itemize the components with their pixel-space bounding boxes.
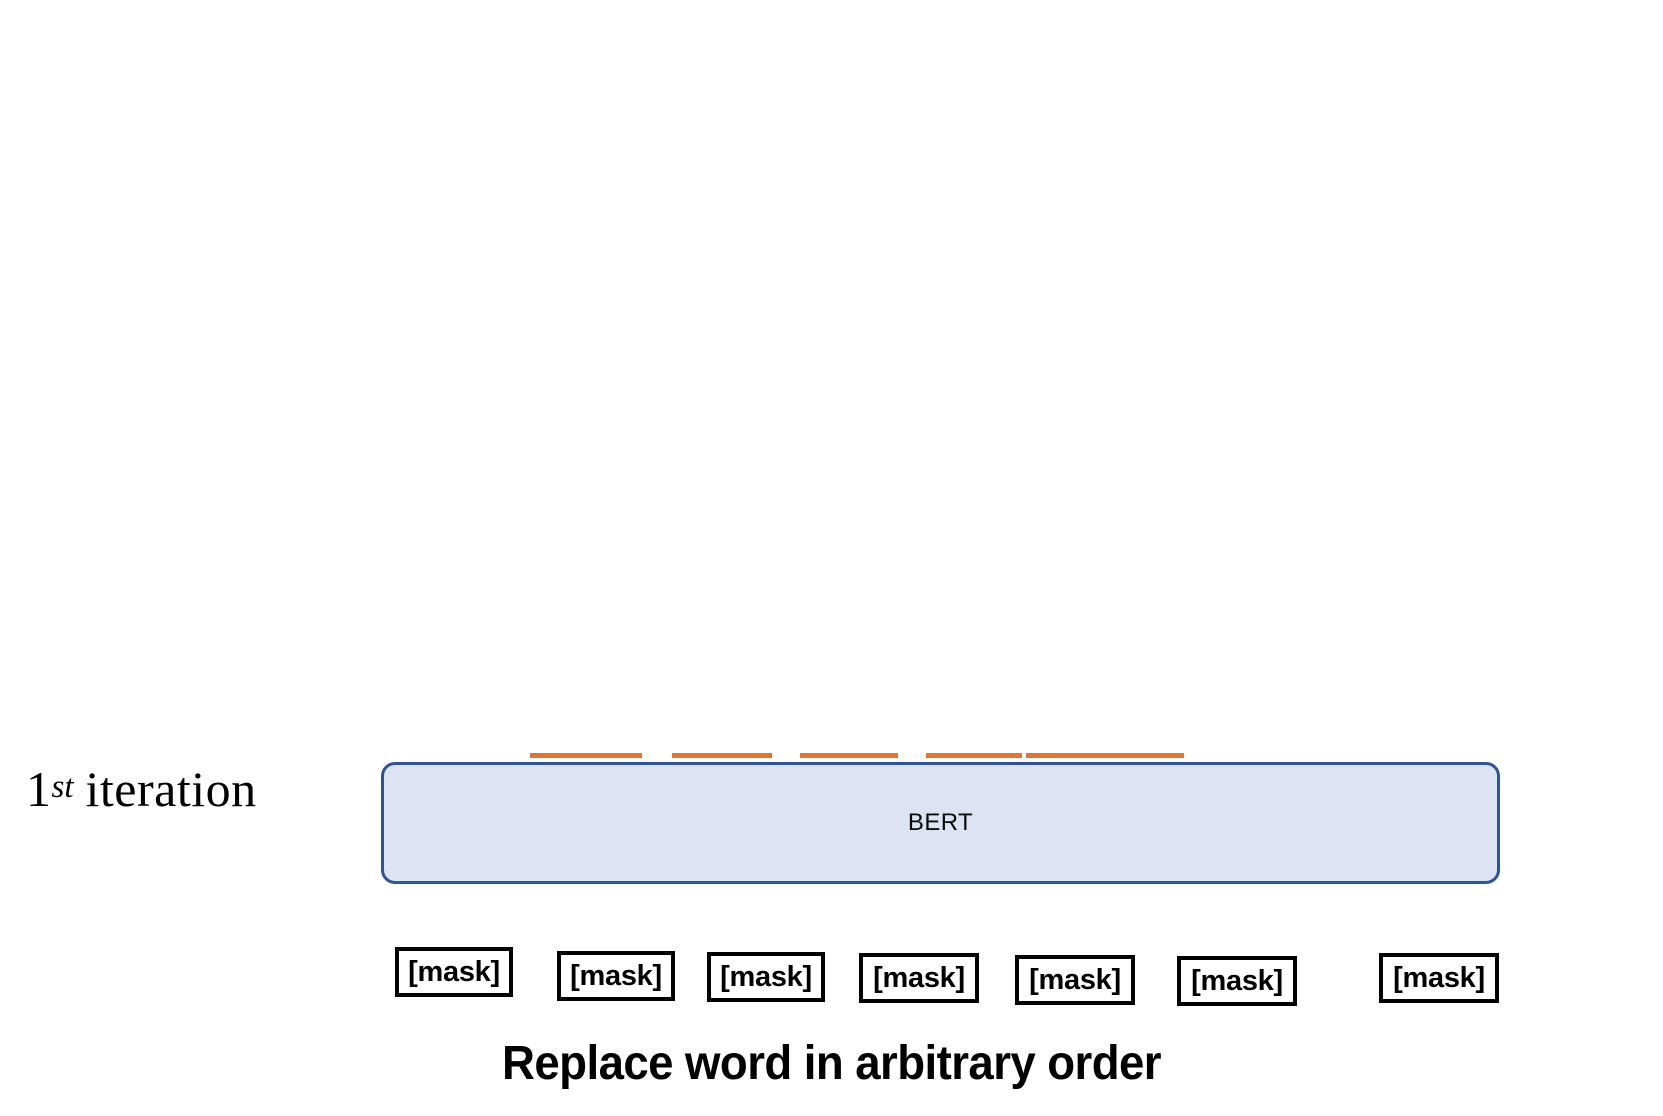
mask-token-box[interactable]: [mask] xyxy=(395,947,513,997)
mask-token-label: [mask] xyxy=(720,960,812,993)
mask-token-box[interactable]: [mask] xyxy=(1015,955,1135,1005)
output-token-segment xyxy=(800,753,898,758)
mask-token-box[interactable]: [mask] xyxy=(1379,953,1499,1003)
iteration-number: 1 xyxy=(26,761,52,817)
output-token-segment xyxy=(1026,753,1184,758)
mask-token-label: [mask] xyxy=(570,959,662,992)
caption-text: Replace word in arbitrary order xyxy=(502,1037,1162,1090)
mask-token-box[interactable]: [mask] xyxy=(1177,956,1297,1006)
mask-token-label: [mask] xyxy=(1393,961,1485,994)
output-token-segment xyxy=(926,753,1022,758)
mask-token-label: [mask] xyxy=(408,955,500,988)
iteration-word: iteration xyxy=(85,761,257,817)
output-token-segment xyxy=(672,753,772,758)
mask-token-box[interactable]: [mask] xyxy=(557,951,675,1001)
mask-token-box[interactable]: [mask] xyxy=(859,953,979,1003)
iteration-ordinal-suffix: st xyxy=(51,768,74,805)
mask-token-label: [mask] xyxy=(1029,963,1121,996)
mask-token-label: [mask] xyxy=(1191,964,1283,997)
mask-token-box[interactable]: [mask] xyxy=(707,952,825,1002)
bert-encoder-box: BERT xyxy=(381,762,1500,884)
mask-token-label: [mask] xyxy=(873,961,965,994)
output-token-segment xyxy=(530,753,642,758)
bert-label: BERT xyxy=(907,809,974,836)
